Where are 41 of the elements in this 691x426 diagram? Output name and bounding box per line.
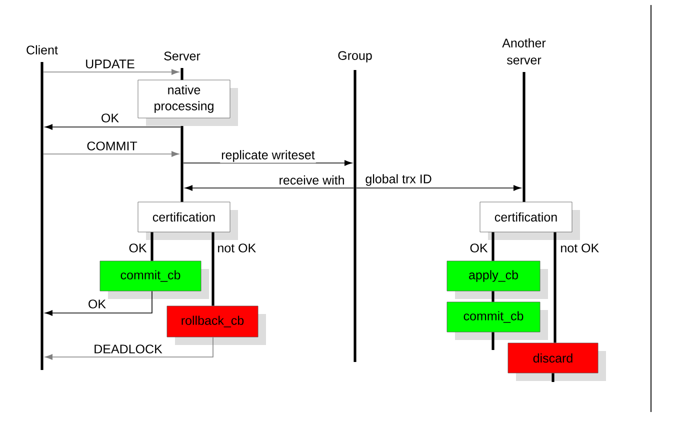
lifeline: Another server bbox=[502, 38, 546, 202]
process-box: discard bbox=[508, 342, 606, 381]
edge-label: not OK bbox=[216, 242, 258, 254]
node-label: Group bbox=[338, 51, 372, 62]
edge-label: global trx ID bbox=[364, 173, 433, 187]
process-box: commit_cb bbox=[446, 302, 548, 340]
edge-label: OK bbox=[86, 298, 108, 310]
edge-label: UPDATE bbox=[84, 58, 136, 70]
node-label: Server bbox=[164, 52, 200, 60]
arrow bbox=[356, 185, 522, 191]
connector-line bbox=[554, 232, 556, 343]
connector-line bbox=[492, 332, 494, 350]
edge-label: not OK bbox=[559, 242, 600, 254]
connector-line bbox=[212, 232, 214, 306]
connector-line bbox=[150, 232, 154, 261]
process-box: rollback_cb bbox=[166, 306, 266, 345]
process-box: native processing bbox=[138, 80, 238, 126]
process-box: certification bbox=[138, 202, 238, 240]
node-label: Another server bbox=[502, 38, 546, 64]
arrow bbox=[183, 160, 352, 166]
edge-label: receive with bbox=[278, 174, 346, 186]
edge-label: COMMIT bbox=[86, 140, 138, 152]
connector-line bbox=[492, 232, 494, 261]
arrow bbox=[44, 124, 181, 130]
process-box: certification bbox=[480, 202, 580, 240]
lifeline: Client bbox=[26, 45, 58, 370]
edge-label: OK bbox=[128, 242, 148, 254]
arrow bbox=[43, 69, 180, 75]
process-box: apply_cb bbox=[446, 260, 548, 299]
process-box: commit_cb bbox=[100, 260, 209, 299]
edge-label: OK bbox=[468, 242, 489, 254]
node-label: Client bbox=[26, 45, 58, 54]
connector-line bbox=[552, 373, 554, 382]
edge-label: replicate writeset bbox=[220, 149, 316, 163]
edge-label: OK bbox=[100, 112, 120, 124]
arrow bbox=[44, 336, 214, 360]
arrow bbox=[44, 290, 152, 316]
arrow bbox=[184, 185, 354, 191]
edge-label: DEADLOCK bbox=[92, 344, 164, 354]
arrow bbox=[43, 151, 180, 157]
connector-line bbox=[492, 291, 494, 302]
